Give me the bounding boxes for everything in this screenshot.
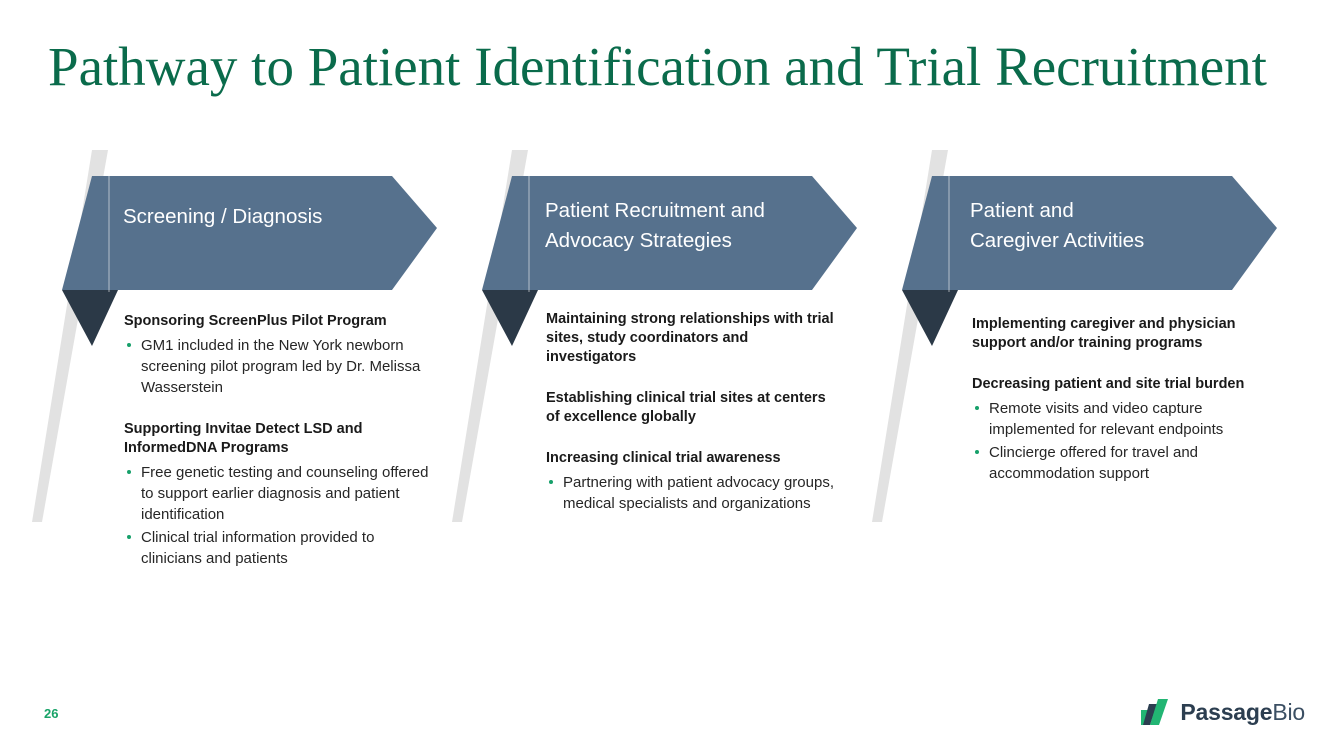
bullet-item: Partnering with patient advocacy groups,… bbox=[546, 472, 836, 514]
bullet-item: GM1 included in the New York newborn scr… bbox=[124, 335, 429, 398]
bullet-item: Remote visits and video capture implemen… bbox=[972, 398, 1272, 440]
ribbon-guide-line bbox=[108, 168, 110, 292]
bullet-text: Clinical trial information provided to c… bbox=[141, 529, 375, 567]
content-block: Maintaining strong relationships with tr… bbox=[546, 310, 836, 367]
bullet-text: Partnering with patient advocacy groups,… bbox=[563, 474, 834, 512]
bullet-dot-icon bbox=[975, 450, 979, 454]
bullet-item: Free genetic testing and counseling offe… bbox=[124, 462, 429, 525]
bullet-text: GM1 included in the New York newborn scr… bbox=[141, 337, 421, 396]
bullet-dot-icon bbox=[127, 470, 131, 474]
block-heading: Increasing clinical trial awareness bbox=[546, 450, 781, 466]
bullet-text: Free genetic testing and counseling offe… bbox=[141, 464, 429, 523]
bullet-dot-icon bbox=[127, 535, 131, 539]
content-block: Supporting Invitae Detect LSD and Inform… bbox=[124, 420, 429, 569]
ribbon-guide-line bbox=[948, 168, 950, 292]
bullet-text: Remote visits and video capture implemen… bbox=[989, 400, 1224, 438]
logo-word-bio: Bio bbox=[1272, 698, 1305, 725]
bullet-dot-icon bbox=[127, 343, 131, 347]
page-number: 26 bbox=[44, 706, 59, 721]
ribbon-banner bbox=[482, 176, 857, 290]
column-body-3: Implementing caregiver and physician sup… bbox=[972, 315, 1272, 486]
ribbon-fold bbox=[62, 290, 118, 346]
logo-word-passage: Passage bbox=[1180, 698, 1273, 725]
bullet-list: Remote visits and video capture implemen… bbox=[972, 398, 1272, 484]
column-body-2: Maintaining strong relationships with tr… bbox=[546, 310, 836, 516]
pathway-column-2: Patient Recruitment and Advocacy Strateg… bbox=[440, 150, 860, 630]
bullet-dot-icon bbox=[549, 480, 553, 484]
bullet-item: Clincierge offered for travel and accomm… bbox=[972, 442, 1272, 484]
block-heading: Supporting Invitae Detect LSD and Inform… bbox=[124, 421, 363, 456]
page-title: Pathway to Patient Identification and Tr… bbox=[48, 36, 1267, 97]
banner-label-2: Patient Recruitment and Advocacy Strateg… bbox=[545, 199, 765, 252]
bullet-text: Clincierge offered for travel and accomm… bbox=[989, 444, 1199, 482]
bullet-dot-icon bbox=[975, 406, 979, 410]
content-block: Establishing clinical trial sites at cen… bbox=[546, 389, 836, 427]
ribbon-fold bbox=[902, 290, 958, 346]
ribbon-fold bbox=[482, 290, 538, 346]
ribbon-banner bbox=[902, 176, 1277, 290]
ribbon-chevron-1 bbox=[32, 150, 437, 522]
block-heading: Sponsoring ScreenPlus Pilot Program bbox=[124, 313, 387, 329]
ribbon-chevron-3 bbox=[872, 150, 1277, 522]
ribbon-banner bbox=[62, 176, 437, 290]
bullet-list: GM1 included in the New York newborn scr… bbox=[124, 335, 429, 398]
block-heading: Maintaining strong relationships with tr… bbox=[546, 311, 834, 365]
content-block: Decreasing patient and site trial burden… bbox=[972, 375, 1272, 484]
content-block: Implementing caregiver and physician sup… bbox=[972, 315, 1272, 353]
block-heading: Decreasing patient and site trial burden bbox=[972, 376, 1245, 392]
banner-label-1: Screening / Diagnosis bbox=[123, 205, 323, 228]
bullet-list: Partnering with patient advocacy groups,… bbox=[546, 472, 836, 514]
ribbon-guide-line bbox=[528, 168, 530, 292]
logo-wordmark: PassageBio bbox=[1180, 699, 1305, 726]
bullet-list: Free genetic testing and counseling offe… bbox=[124, 462, 429, 569]
block-heading: Establishing clinical trial sites at cen… bbox=[546, 390, 826, 425]
ribbon-chevron-2 bbox=[452, 150, 857, 522]
bullet-item: Clinical trial information provided to c… bbox=[124, 527, 429, 569]
passage-bio-mark-icon bbox=[1141, 699, 1169, 725]
block-heading: Implementing caregiver and physician sup… bbox=[972, 316, 1236, 351]
banner-label-3: Patient and Caregiver Activities bbox=[970, 199, 1145, 252]
passage-bio-logo: PassageBio bbox=[1137, 697, 1305, 727]
